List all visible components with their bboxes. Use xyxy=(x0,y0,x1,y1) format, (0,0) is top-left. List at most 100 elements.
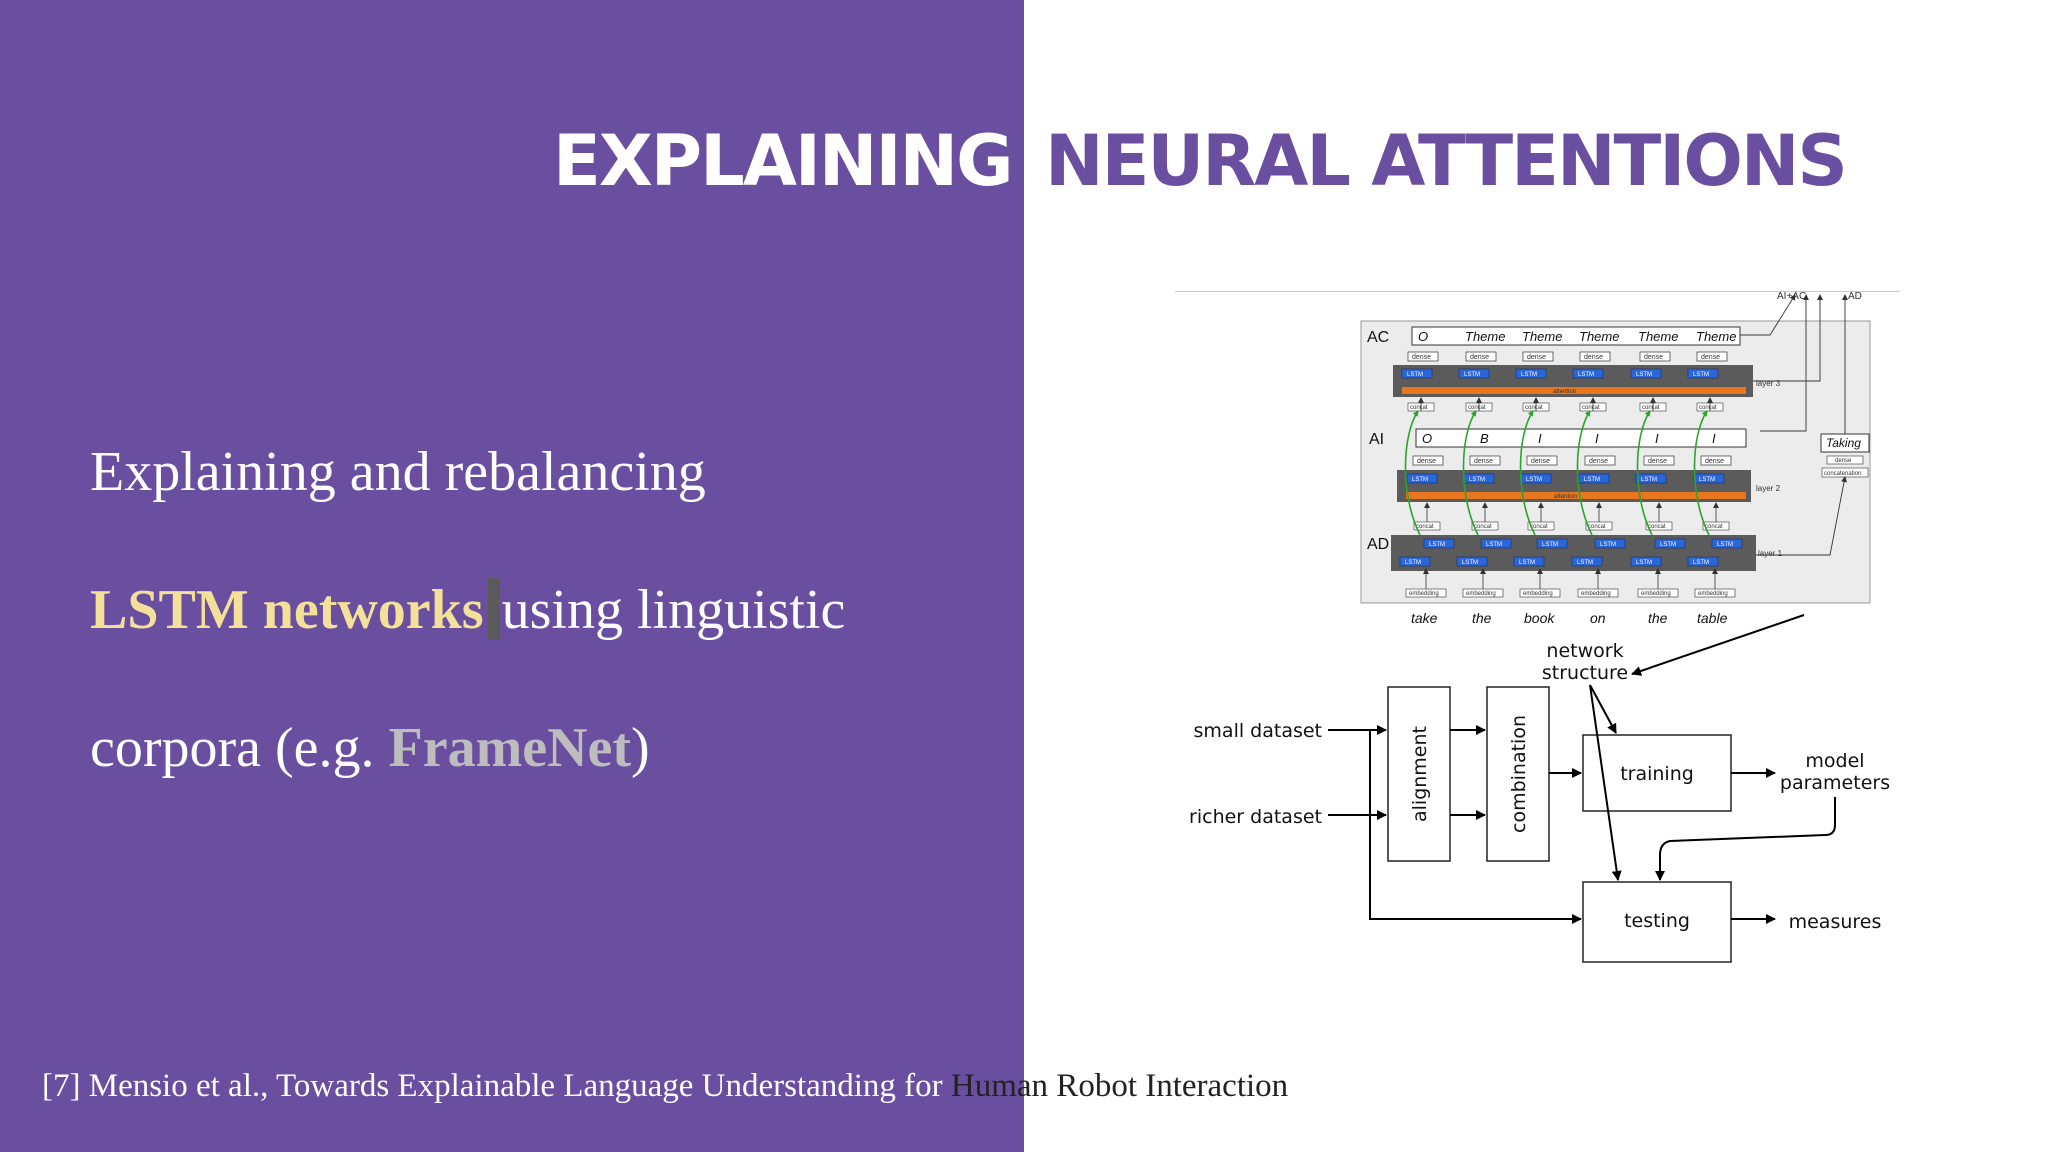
testing-label: testing xyxy=(1624,910,1690,932)
ai-tag-3: I xyxy=(1538,431,1542,446)
ac-tag-3: Theme xyxy=(1522,329,1562,344)
model-parameters-label-1: model xyxy=(1805,750,1864,772)
embedding-label: embedding xyxy=(1409,591,1439,597)
concat-label: concat xyxy=(1530,524,1548,530)
lstm-cell xyxy=(1693,473,1725,484)
concat-label: concat xyxy=(1525,405,1543,411)
lstm-label: LSTM xyxy=(1636,560,1652,566)
lstm-cell xyxy=(1635,473,1667,484)
lstm-label: LSTM xyxy=(1584,477,1600,483)
lstm-cell xyxy=(1687,556,1719,567)
combination-label: combination xyxy=(1508,715,1530,833)
model-parameters-label-2: parameters xyxy=(1780,772,1890,794)
lstm-label: LSTM xyxy=(1693,560,1709,566)
dense-box xyxy=(1579,351,1611,362)
word-the-1: the xyxy=(1472,610,1492,626)
lstm-label: LSTM xyxy=(1600,542,1616,548)
lstm-label: LSTM xyxy=(1464,372,1480,378)
body-line-1: Explaining and rebalancing xyxy=(90,440,706,504)
concat-label: concat xyxy=(1699,405,1717,411)
lstm-cell xyxy=(1515,368,1547,379)
layer-label-1: layer 1 xyxy=(1758,549,1783,558)
frame-dense-box xyxy=(1826,455,1864,465)
concat-label: concat xyxy=(1468,405,1486,411)
dense-label: dense xyxy=(1470,354,1489,361)
figure: AI+AC AD AC AI AD O Theme Theme Theme Th… xyxy=(1189,291,1890,963)
embedding-label: embedding xyxy=(1581,591,1611,597)
layer-label-3: layer 3 xyxy=(1756,379,1781,388)
ai-tag-4: I xyxy=(1595,431,1599,446)
dense-label: dense xyxy=(1644,354,1663,361)
alignment-label: alignment xyxy=(1409,726,1431,822)
dense-label: dense xyxy=(1417,458,1436,465)
concat-label: concat xyxy=(1588,524,1606,530)
word-the-2: the xyxy=(1648,610,1668,626)
lstm-cell xyxy=(1571,556,1603,567)
lstm-cell xyxy=(1458,368,1490,379)
lstm-cell xyxy=(1401,368,1433,379)
concat-label: concat xyxy=(1416,524,1434,530)
dense-box xyxy=(1407,351,1439,362)
skip-connections xyxy=(1404,410,1710,536)
layer-label-2: layer 2 xyxy=(1756,484,1781,493)
footnote-light-part: [7] Mensio et al., Towards Explainable L… xyxy=(42,1068,951,1104)
lstm-label: LSTM xyxy=(1526,477,1542,483)
dense-label: dense xyxy=(1705,458,1724,465)
row-label-ac: AC xyxy=(1367,329,1389,346)
embedding-label: embedding xyxy=(1523,591,1553,597)
attention-label: attention xyxy=(1554,494,1577,500)
lstm-cell xyxy=(1687,368,1719,379)
dense-box xyxy=(1522,351,1554,362)
lstm-label: LSTM xyxy=(1542,542,1558,548)
lstm-cell xyxy=(1513,556,1545,567)
lstm-label: LSTM xyxy=(1405,560,1421,566)
dense-box xyxy=(1584,455,1616,466)
concat-label: concat xyxy=(1582,405,1600,411)
dense-box xyxy=(1700,455,1732,466)
ai-tag-2: B xyxy=(1480,431,1489,446)
label-ad: AD xyxy=(1848,291,1862,302)
dense-label: dense xyxy=(1589,458,1608,465)
dense-label: dense xyxy=(1531,458,1550,465)
lstm-cell xyxy=(1572,368,1604,379)
output-connectors xyxy=(1740,294,1848,556)
lstm-label: LSTM xyxy=(1578,372,1594,378)
lstm-label: LSTM xyxy=(1577,560,1593,566)
attention-bar-2 xyxy=(1406,492,1746,499)
frame-concat-label: concatenation xyxy=(1824,471,1861,477)
row-label-ai: AI xyxy=(1369,431,1384,448)
dense-box xyxy=(1696,351,1728,362)
title-word-neural-attentions: NEURAL ATTENTIONS xyxy=(1045,120,1848,202)
flow-arrows xyxy=(1328,614,1836,924)
word-table: table xyxy=(1697,610,1728,626)
frame-dense-label: dense xyxy=(1835,458,1852,464)
citation-footnote: [7] Mensio et al., Towards Explainable L… xyxy=(42,1068,1288,1105)
slide-title: EXPLAINING NEURAL ATTENTIONS xyxy=(0,120,2048,220)
embedding-label: embedding xyxy=(1466,591,1496,597)
network-structure-label-2: structure xyxy=(1542,662,1628,684)
title-word-explaining: EXPLAINING xyxy=(553,120,1014,202)
lstm-label: LSTM xyxy=(1407,372,1423,378)
lstm-label: LSTM xyxy=(1636,372,1652,378)
ac-tag-2: Theme xyxy=(1465,329,1505,344)
lstm-cell xyxy=(1423,538,1455,549)
ai-tag-1: O xyxy=(1422,431,1432,446)
attention-label: attention xyxy=(1553,389,1576,395)
row-label-ad: AD xyxy=(1367,536,1389,553)
lstm-cell xyxy=(1594,538,1626,549)
ac-output-row xyxy=(1411,326,1741,346)
concat-label: concat xyxy=(1642,405,1660,411)
lstm-label: LSTM xyxy=(1521,372,1537,378)
ac-tag-4: Theme xyxy=(1579,329,1619,344)
body-line-3: corpora (e.g. FrameNet) xyxy=(90,716,650,780)
frame-label: Taking xyxy=(1826,436,1861,450)
body-line-3-end: ) xyxy=(631,717,650,779)
ac-tag-5: Theme xyxy=(1638,329,1678,344)
body-line-3-start: corpora (e.g. xyxy=(90,717,389,779)
lstm-label: LSTM xyxy=(1462,560,1478,566)
testing-box xyxy=(1582,881,1732,963)
left-purple-panel xyxy=(0,0,1024,1152)
lstm-cell xyxy=(1536,538,1568,549)
lstm-label: LSTM xyxy=(1641,477,1657,483)
